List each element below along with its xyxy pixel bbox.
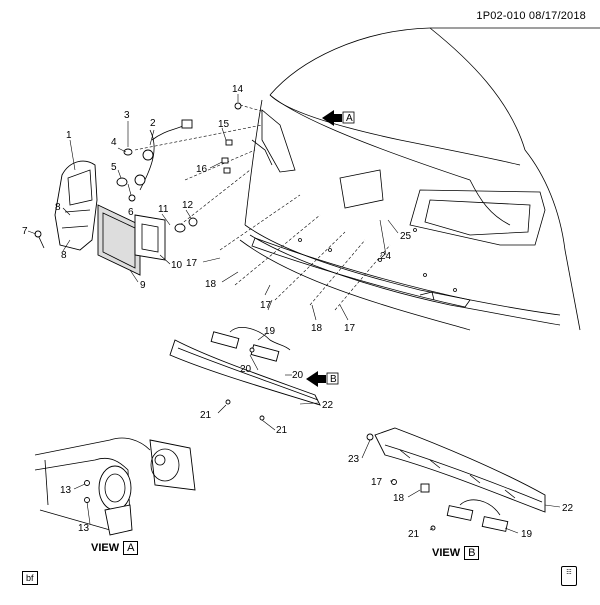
callout-16: 16 xyxy=(196,164,208,175)
diagram-code: 1P02-010 08/17/2018 xyxy=(476,10,586,22)
callout-21-c: 21 xyxy=(408,529,420,540)
callout-5: 5 xyxy=(111,162,117,173)
callout-8-lower: 8 xyxy=(61,250,67,261)
callout-13-a: 13 xyxy=(60,485,72,496)
callout-labels: 1 2 3 4 5 6 7 8 8 9 10 11 12 14 15 16 17… xyxy=(22,84,574,540)
callout-15: 15 xyxy=(218,119,230,130)
callout-19-a: 19 xyxy=(264,326,276,337)
leader-lines xyxy=(27,94,561,534)
callout-3: 3 xyxy=(124,110,130,121)
callout-18-c: 18 xyxy=(393,493,405,504)
callout-17-a: 17 xyxy=(186,258,198,269)
callout-17-c: 17 xyxy=(344,323,356,334)
view-a-letter-box: A xyxy=(123,541,139,555)
footer-tag: bf xyxy=(22,571,38,585)
callout-22-a: 22 xyxy=(322,400,334,411)
arrow-a: A xyxy=(322,110,355,126)
callout-20-a: 20 xyxy=(240,364,252,375)
view-b-detail xyxy=(366,427,546,532)
callout-19-b: 19 xyxy=(521,529,533,540)
callout-17-d: 17 xyxy=(371,477,383,488)
callout-18-a: 18 xyxy=(205,279,217,290)
callout-21-a: 21 xyxy=(200,410,212,421)
callout-13-b: 13 xyxy=(78,523,90,534)
callout-11: 11 xyxy=(158,204,169,215)
callout-18-b: 18 xyxy=(311,323,323,334)
view-a-word: VIEW xyxy=(91,542,120,554)
callout-24: 24 xyxy=(380,251,392,262)
arrow-b: B xyxy=(306,371,339,387)
callout-8-upper: 8 xyxy=(55,202,61,213)
tail-lamp-assembly xyxy=(34,102,242,276)
callout-25: 25 xyxy=(400,231,412,242)
callout-6: 6 xyxy=(128,207,134,218)
callout-20-b: 20 xyxy=(292,370,304,381)
arrow-a-letter: A xyxy=(346,113,353,124)
callout-21-b: 21 xyxy=(276,425,288,436)
view-a-detail xyxy=(34,437,196,536)
callout-14: 14 xyxy=(232,84,244,95)
callout-10: 10 xyxy=(171,260,183,271)
car-rear-body xyxy=(134,27,600,331)
arrow-b-letter: B xyxy=(330,374,337,385)
callout-2: 2 xyxy=(150,118,156,129)
catalog-book-icon: ☷ xyxy=(561,566,577,586)
license-applique xyxy=(169,327,321,421)
callout-9: 9 xyxy=(140,280,146,291)
view-a-caption: VIEW A xyxy=(91,541,139,555)
view-b-letter-box: B xyxy=(464,546,480,560)
view-b-caption: VIEW B xyxy=(432,546,480,560)
callout-7: 7 xyxy=(22,226,28,237)
callout-12: 12 xyxy=(182,200,194,211)
view-b-word: VIEW xyxy=(432,547,461,559)
callout-17-b: 17 xyxy=(260,300,272,311)
callout-23: 23 xyxy=(348,454,360,465)
callout-4: 4 xyxy=(111,137,117,148)
callout-22-b: 22 xyxy=(562,503,574,514)
callout-1: 1 xyxy=(66,130,72,141)
